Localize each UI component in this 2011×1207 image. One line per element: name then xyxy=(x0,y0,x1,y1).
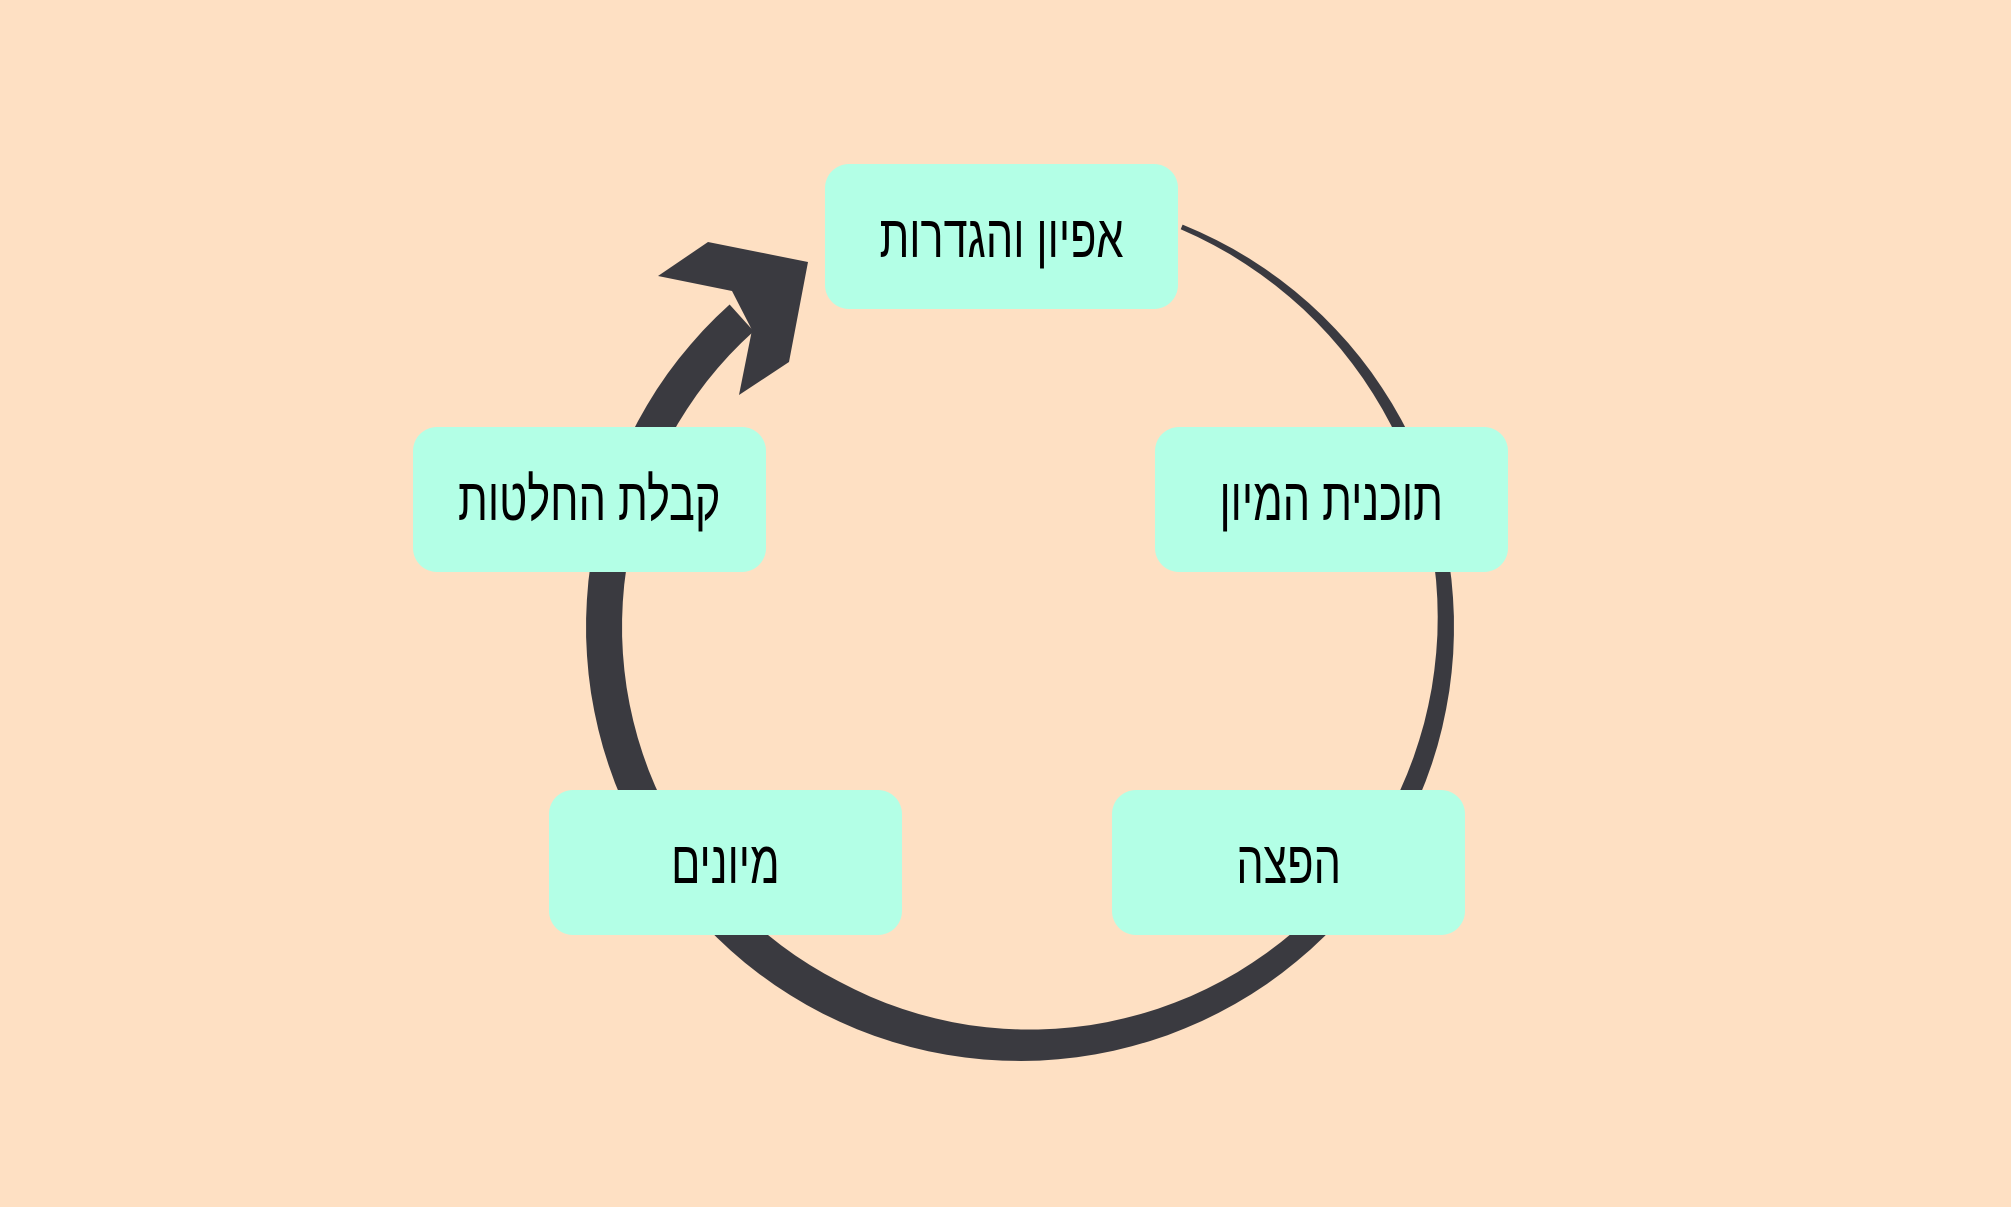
step-box-sorting-plan: תוכנית המיון xyxy=(1155,427,1508,572)
step-box-sortings: מיונים xyxy=(549,790,902,935)
step-label: קבלת החלטות xyxy=(458,466,721,533)
step-label: הפצה xyxy=(1236,829,1341,896)
step-label: אפיון והגדרות xyxy=(879,203,1124,270)
step-box-requirements: אפיון והגדרות xyxy=(825,164,1178,309)
step-label: תוכנית המיון xyxy=(1219,466,1444,533)
step-box-decisions: קבלת החלטות xyxy=(413,427,766,572)
step-box-distribution: הפצה xyxy=(1112,790,1465,935)
step-label: מיונים xyxy=(671,829,780,896)
cycle-arc xyxy=(586,224,1454,1062)
arrowhead-icon xyxy=(658,242,808,395)
